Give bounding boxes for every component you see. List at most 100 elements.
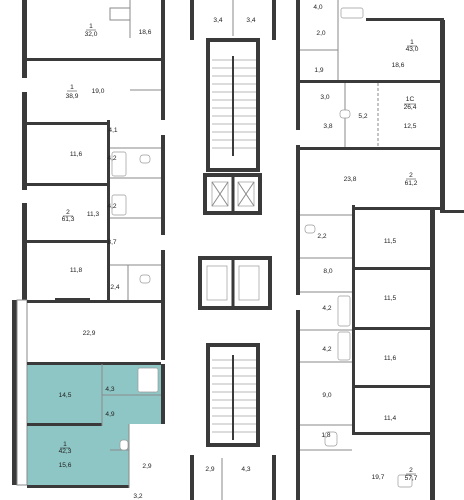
room-area: 1,9	[314, 67, 323, 74]
right-block	[296, 0, 464, 500]
left-outer-wall-2	[22, 92, 27, 190]
left-bathtub-2	[111, 194, 127, 216]
room-area: 18,6	[139, 29, 152, 36]
left-labels: 1 32,0 18,6 1 38,9 19,0 4,1 11,6 4,2 4,2…	[59, 23, 152, 500]
right-partition-8	[355, 432, 430, 435]
right-balcony-edge	[440, 210, 464, 213]
room-area: 1,8	[321, 432, 330, 439]
core-wall-3	[190, 455, 194, 500]
core-wall-2	[272, 0, 276, 40]
room-area: 11,5	[384, 238, 397, 245]
left-corridor-wall-4	[161, 364, 165, 424]
right-partition-6	[355, 327, 430, 330]
right-partition-2	[300, 80, 440, 83]
room-area: 12,5	[404, 123, 417, 130]
apt-area-left-1: 32,0	[85, 31, 98, 38]
left-corridor-wall-1	[161, 0, 165, 120]
left-loggia	[16, 299, 28, 486]
upper-stairs	[212, 56, 256, 156]
left-outer-wall-4	[12, 300, 17, 485]
room-area: 22,9	[83, 330, 96, 337]
room-area-selected: 14,5	[59, 392, 72, 399]
right-corridor-wall-1	[296, 0, 300, 130]
room-area: 9,0	[322, 392, 331, 399]
room-area: 3,0	[320, 94, 329, 101]
right-bathtub-1	[337, 295, 351, 327]
left-outer-wall-3	[22, 203, 27, 300]
right-labels: 4,0 2,0 1 43,0 18,6 1,9 3,0 1С 26,4 5,2 …	[313, 4, 418, 482]
core-labels: 3,4 3,4 2,9 4,3	[205, 17, 255, 473]
room-area: 2,4	[110, 284, 119, 291]
room-area: 11,5	[384, 295, 397, 302]
apt-area-selected: 42,3	[59, 448, 72, 455]
left-partition-3	[27, 183, 107, 186]
right-toilet-3	[324, 431, 338, 447]
room-area: 2,9	[142, 463, 151, 470]
room-area: 4,3	[241, 466, 250, 473]
left-block	[12, 0, 165, 488]
room-area: 3,2	[133, 493, 142, 500]
room-area: 19,0	[92, 88, 105, 95]
core-wall-1	[190, 0, 194, 40]
right-partition-7	[355, 385, 430, 388]
left-toilet-2	[139, 274, 151, 284]
room-area: 4,2	[322, 346, 331, 353]
room-area: 3,4	[213, 17, 222, 24]
left-partition-7	[27, 423, 102, 426]
left-fixture-1	[109, 7, 131, 21]
room-area: 11,4	[384, 415, 397, 422]
apt-area-right-2a: 61,2	[405, 180, 418, 187]
left-partition-6	[27, 362, 161, 365]
room-area: 11,3	[87, 211, 100, 218]
room-area: 23,8	[344, 176, 357, 183]
core-wall-4	[272, 455, 276, 500]
building-core	[190, 0, 276, 500]
upper-stair-shell	[206, 38, 260, 172]
right-corridor-wall-2	[296, 145, 300, 295]
left-partition-8	[27, 485, 129, 488]
apt-area-right-1c: 26,4	[404, 104, 417, 111]
left-window-2	[55, 298, 90, 301]
room-area: 8,7	[107, 239, 116, 246]
lower-stair-shell	[206, 343, 260, 447]
room-area: 4,0	[313, 4, 322, 11]
right-partition-1	[366, 18, 444, 21]
right-partition-5	[355, 267, 430, 270]
apt-rooms-left-3: 2	[66, 209, 70, 216]
right-outer-wall-1	[440, 20, 445, 210]
apt-rooms-right-2a: 2	[409, 172, 413, 179]
apt-area-left-2: 38,9	[66, 93, 79, 100]
apt-label-separators	[60, 29, 417, 475]
left-partition-2	[27, 122, 107, 125]
apt-area-right-2b: 57,7	[405, 475, 418, 482]
apt-rooms-selected: 1	[63, 441, 67, 448]
right-bathtub-2	[337, 331, 351, 361]
room-area-selected: 4,9	[105, 411, 114, 418]
room-area: 11,6	[384, 355, 397, 362]
left-toilet-3	[119, 439, 129, 451]
room-area: 18,6	[392, 62, 405, 69]
room-area: 11,6	[70, 151, 83, 158]
room-area: 4,2	[322, 305, 331, 312]
right-corridor-wall-3	[296, 310, 300, 500]
room-area: 4,2	[107, 203, 116, 210]
room-area: 2,9	[205, 466, 214, 473]
left-partition-5	[27, 300, 161, 303]
right-fixture-2	[397, 474, 413, 488]
right-fixture-1	[340, 7, 364, 19]
apt-rooms-right-1c: 1С	[406, 96, 415, 103]
right-partition-4	[355, 207, 440, 210]
right-vertical-1	[352, 205, 355, 435]
room-area: 11,8	[70, 267, 83, 274]
left-corridor-wall-2	[161, 135, 165, 235]
right-toilet-1	[339, 109, 351, 119]
apt-area-left-3: 61,3	[62, 216, 75, 223]
left-partition-1	[27, 58, 161, 61]
lift-block-2	[198, 256, 272, 310]
room-area: 3,8	[323, 123, 332, 130]
left-vertical-1	[107, 120, 110, 303]
room-area: 3,4	[246, 17, 255, 24]
room-area: 8,0	[323, 268, 332, 275]
apt-rooms-left-2: 1	[70, 84, 74, 91]
